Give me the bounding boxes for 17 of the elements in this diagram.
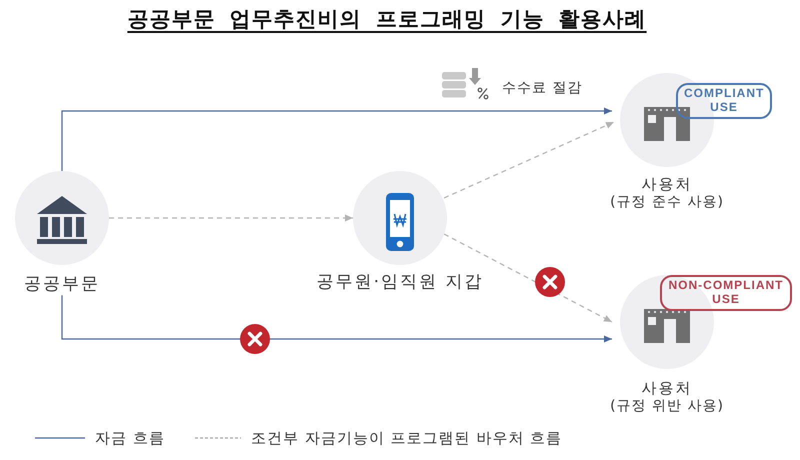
title: 공공부문 업무추진비의 프로그래밍 기능 활용사례	[127, 6, 647, 33]
node-note: (규정 위반 사용)	[610, 398, 724, 416]
node-label: 사용처	[642, 175, 692, 194]
node-label: 사용처	[642, 379, 692, 398]
arrow	[61, 108, 612, 171]
arrow	[109, 214, 353, 222]
legend-label: 조건부 자금기능이 프로그램된 바우처 흐름	[251, 429, 562, 448]
node-label: 공무원·임직원 지갑	[316, 272, 484, 294]
edge-label: 수수료 절감	[500, 80, 584, 98]
node-label: 공공부문	[24, 274, 100, 296]
arrow	[444, 233, 612, 323]
arrow	[61, 295, 612, 342]
legend-label: 자금 흐름	[95, 429, 165, 448]
node-note: (규정 준수 사용)	[610, 194, 724, 212]
arrow	[444, 121, 614, 199]
stamp: COMPLIANT USE	[676, 83, 772, 119]
stamp: NON-COMPLIANT USE	[660, 275, 792, 311]
